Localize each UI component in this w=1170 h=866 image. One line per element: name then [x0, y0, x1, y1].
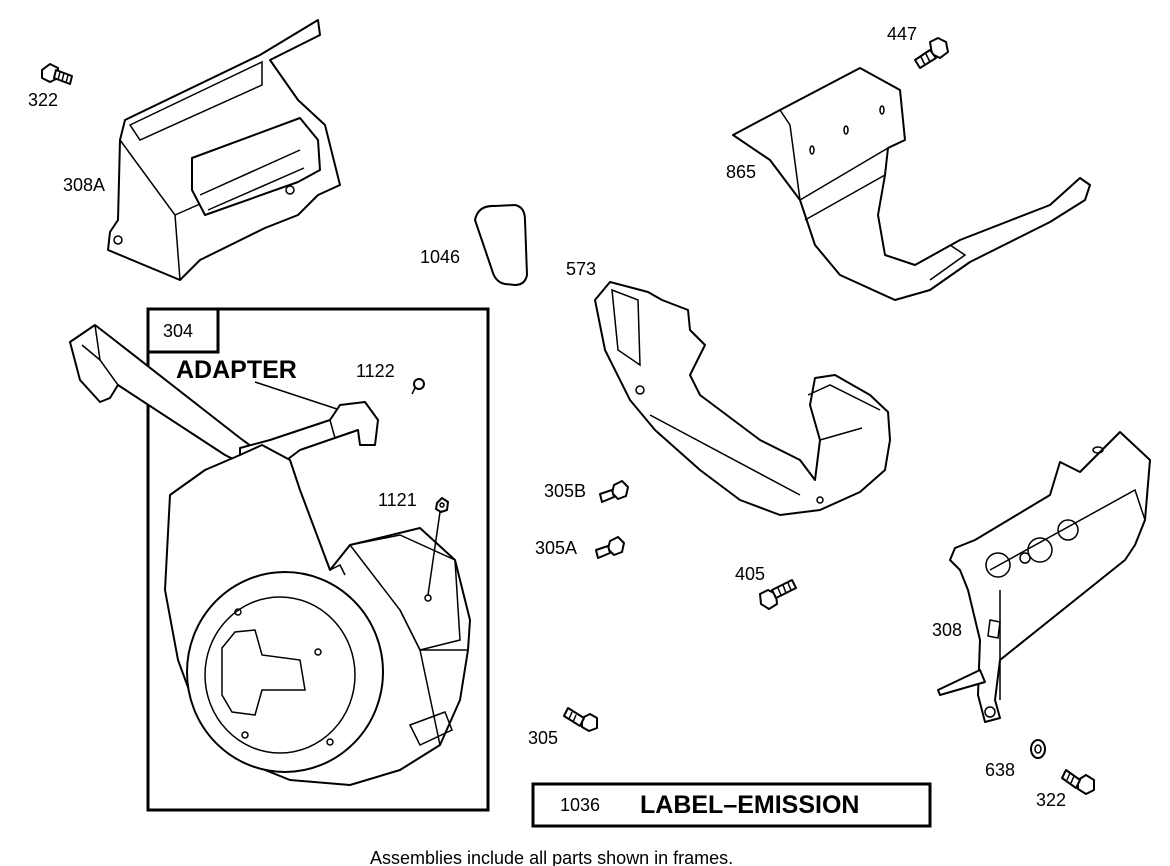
label-447: 447	[887, 24, 917, 44]
label-304: 304	[163, 321, 193, 341]
washer-638	[1030, 739, 1046, 759]
blower-housing	[164, 444, 471, 786]
label-322-top: 322	[28, 90, 58, 110]
baffle-573	[594, 281, 891, 516]
footer-note: Assemblies include all parts shown in fr…	[370, 848, 733, 866]
label-1046: 1046	[420, 247, 460, 267]
label-305B: 305B	[544, 481, 586, 501]
nut-1121	[427, 497, 449, 596]
label-573: 573	[566, 259, 596, 279]
label-1121: 1121	[378, 490, 417, 510]
screw-447	[914, 37, 949, 69]
screw-322-bottom	[1061, 769, 1095, 795]
screw-305B	[599, 480, 629, 503]
screw-305A	[595, 536, 625, 559]
frame-304	[146, 307, 490, 812]
shroud-308A	[107, 19, 341, 281]
screw-322-top	[41, 63, 73, 85]
label-638: 638	[985, 760, 1015, 780]
adapter-leader-line	[254, 381, 341, 411]
label-adapter: ADAPTER	[176, 356, 297, 384]
label-305: 305	[528, 728, 558, 748]
label-405: 405	[735, 564, 765, 584]
label-emission-box	[531, 782, 932, 828]
label-1122: 1122	[356, 361, 395, 381]
label-1036: 1036	[560, 795, 600, 815]
shroud-865	[732, 67, 1091, 301]
label-305A: 305A	[535, 538, 577, 558]
frame-304-label-box	[146, 307, 220, 354]
screw-1122	[411, 378, 425, 395]
label-308A: 308A	[63, 175, 105, 195]
label-322-bottom: 322	[1036, 790, 1066, 810]
screw-305	[563, 707, 598, 732]
label-865: 865	[726, 162, 756, 182]
label-emission-text: LABEL–EMISSION	[640, 791, 859, 819]
bracket-308	[937, 431, 1151, 723]
screw-405	[759, 579, 797, 610]
label-308: 308	[932, 620, 962, 640]
pad-1046	[474, 204, 528, 286]
